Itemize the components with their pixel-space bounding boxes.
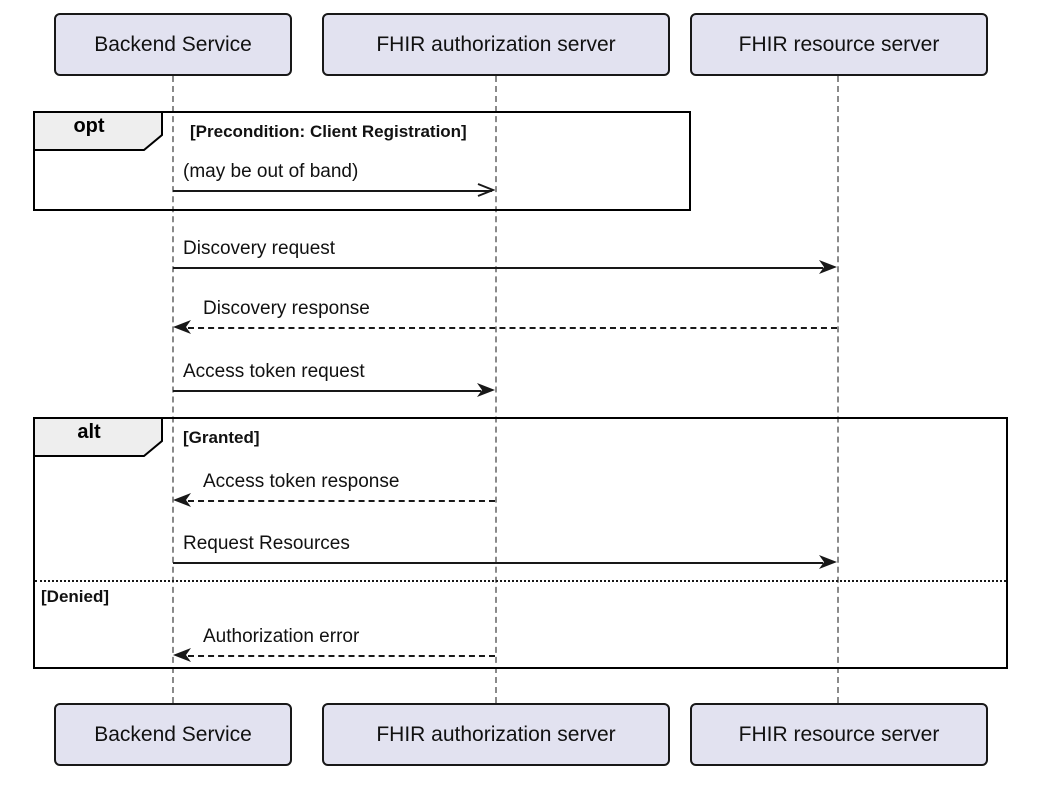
participant-bottom-backend-service: Backend Service — [54, 703, 292, 766]
alt-divider — [35, 580, 1006, 582]
participant-label: FHIR authorization server — [376, 722, 616, 746]
participant-label: FHIR resource server — [738, 32, 940, 56]
message-label-access-token-response: Access token response — [203, 471, 400, 492]
message-line-out-of-band — [173, 190, 492, 192]
lifeline-backend-service — [172, 76, 174, 703]
lifeline-fhir-resource-server — [837, 76, 839, 703]
alt-fragment-label-shape — [33, 417, 163, 457]
message-label-discovery-request: Discovery request — [183, 238, 336, 259]
open-arrowhead-right-icon — [477, 183, 495, 197]
participant-label: FHIR authorization server — [376, 32, 616, 56]
message-line-request-resources — [173, 562, 823, 564]
message-line-access-token-request — [173, 390, 481, 392]
message-label-discovery-response: Discovery response — [203, 298, 370, 319]
alt-operator-label: alt — [77, 421, 101, 443]
filled-arrowhead-right-icon — [819, 555, 837, 569]
message-line-discovery-response — [188, 327, 837, 329]
message-line-access-token-response — [188, 500, 495, 502]
alt-guard-denied-label: [Denied] — [41, 587, 109, 606]
message-label-access-token-request: Access token request — [183, 361, 365, 382]
participant-top-fhir-authorization-server: FHIR authorization server — [322, 13, 670, 76]
opt-fragment-label-shape — [33, 111, 163, 151]
opt-fragment: opt [Precondition: Client Registration] — [33, 111, 691, 211]
filled-arrowhead-left-icon — [173, 493, 191, 507]
filled-arrowhead-left-icon — [173, 320, 191, 334]
participant-label: Backend Service — [94, 722, 252, 746]
message-label-authorization-error: Authorization error — [203, 626, 360, 647]
participant-bottom-fhir-resource-server: FHIR resource server — [690, 703, 988, 766]
participant-top-backend-service: Backend Service — [54, 13, 292, 76]
message-label-out-of-band: (may be out of band) — [183, 161, 359, 182]
message-label-request-resources: Request Resources — [183, 533, 350, 554]
opt-operator-label: opt — [73, 115, 105, 137]
alt-fragment: alt [Granted] [Denied] — [33, 417, 1008, 669]
message-line-discovery-request — [173, 267, 823, 269]
lifeline-fhir-authorization-server — [495, 76, 497, 703]
message-line-authorization-error — [188, 655, 495, 657]
participant-bottom-fhir-authorization-server: FHIR authorization server — [322, 703, 670, 766]
filled-arrowhead-left-icon — [173, 648, 191, 662]
participant-label: FHIR resource server — [738, 722, 940, 746]
alt-guard-granted-label: [Granted] — [183, 428, 260, 447]
filled-arrowhead-right-icon — [477, 383, 495, 397]
filled-arrowhead-right-icon — [819, 260, 837, 274]
participant-top-fhir-resource-server: FHIR resource server — [690, 13, 988, 76]
opt-guard-label: [Precondition: Client Registration] — [190, 122, 467, 141]
participant-label: Backend Service — [94, 32, 252, 56]
